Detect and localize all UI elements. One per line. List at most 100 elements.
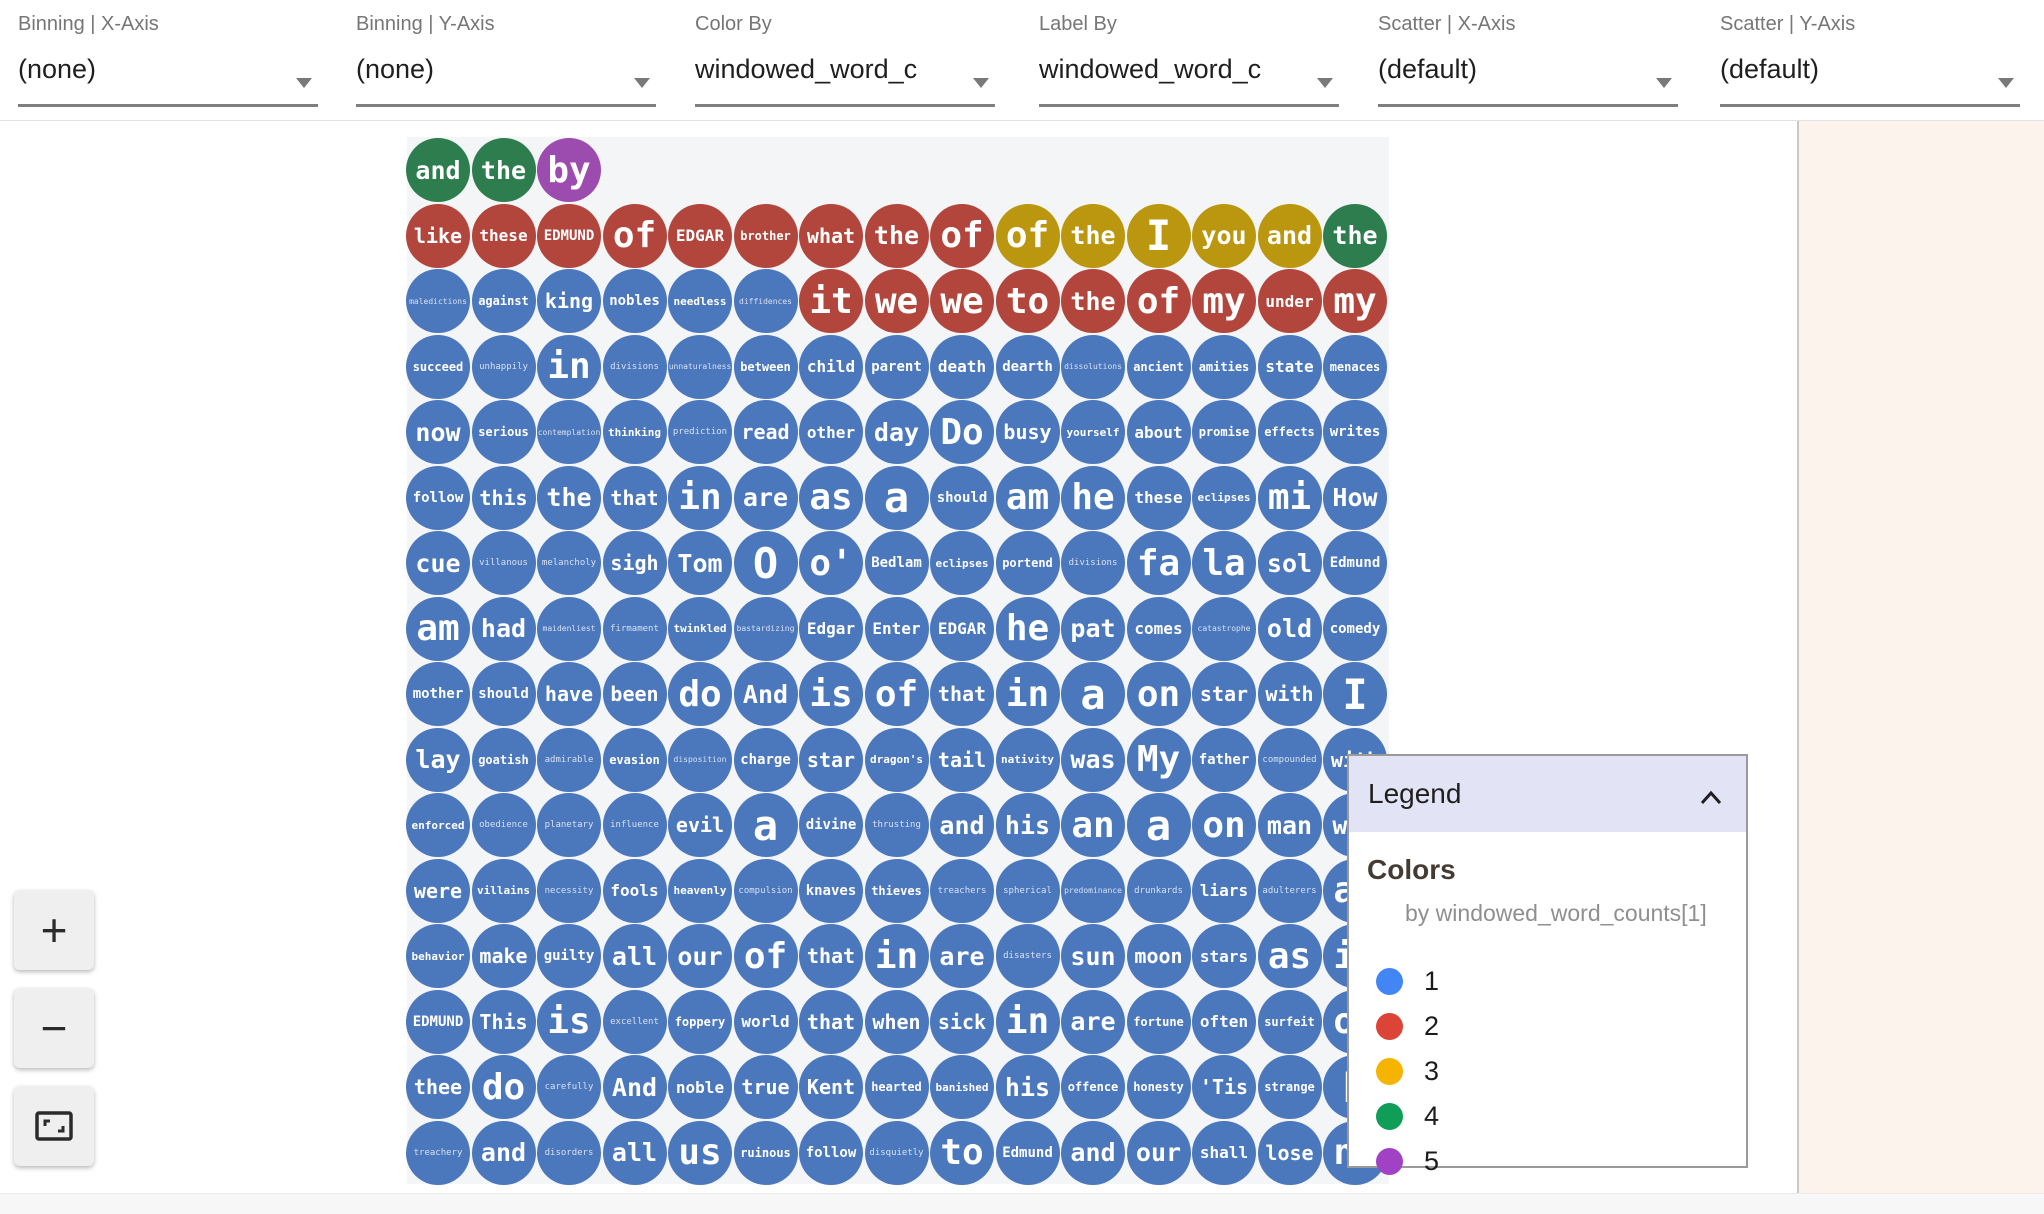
word-bubble[interactable]: between	[733, 334, 798, 399]
word-bubble[interactable]: in	[995, 989, 1060, 1054]
word-bubble[interactable]: amities	[1192, 334, 1256, 399]
legend-header[interactable]: Legend	[1349, 756, 1746, 832]
word-bubble[interactable]: in	[537, 334, 601, 399]
word-bubble[interactable]: of	[602, 203, 667, 268]
word-bubble[interactable]: in	[668, 465, 732, 530]
word-bubble[interactable]: Edmund	[995, 1120, 1060, 1185]
word-bubble[interactable]: am	[406, 596, 470, 661]
word-bubble[interactable]: EDMUND	[406, 989, 470, 1054]
word-bubble[interactable]: that	[799, 924, 863, 988]
word-bubble[interactable]: melancholy	[537, 531, 601, 595]
word-bubble[interactable]: disorders	[537, 1120, 601, 1185]
word-bubble[interactable]: as	[799, 465, 863, 530]
word-bubble[interactable]: nativity	[995, 727, 1060, 792]
word-bubble[interactable]: thinking	[602, 400, 667, 464]
word-bubble[interactable]: state	[1257, 334, 1322, 399]
word-bubble[interactable]: My	[1126, 727, 1191, 792]
word-bubble[interactable]: guilty	[537, 924, 601, 988]
zoom-out-button[interactable]: −	[14, 988, 94, 1068]
word-bubble[interactable]: read	[733, 400, 798, 464]
word-bubble[interactable]: nobles	[602, 269, 667, 333]
word-bubble[interactable]: am	[995, 465, 1060, 530]
word-bubble[interactable]: of	[995, 203, 1060, 268]
word-bubble[interactable]: unnaturalness	[668, 334, 732, 399]
word-bubble[interactable]: succeed	[406, 334, 470, 399]
word-bubble[interactable]: day	[864, 400, 929, 464]
word-bubble[interactable]: should	[471, 662, 536, 726]
word-bubble[interactable]: firmament	[602, 596, 667, 661]
word-bubble[interactable]: evasion	[602, 727, 667, 792]
word-bubble[interactable]: This	[471, 989, 536, 1054]
word-bubble[interactable]: on	[1192, 793, 1256, 857]
word-bubble[interactable]: Edgar	[799, 596, 863, 661]
word-bubble[interactable]: his	[995, 793, 1060, 857]
word-bubble[interactable]: us	[668, 1120, 732, 1185]
word-bubble[interactable]: parent	[864, 334, 929, 399]
word-bubble[interactable]: his	[995, 1055, 1060, 1119]
word-bubble[interactable]: father	[1192, 727, 1256, 792]
word-bubble[interactable]: cue	[406, 531, 470, 595]
word-bubble[interactable]: compulsion	[733, 858, 798, 923]
word-bubble[interactable]: eclipses	[1192, 465, 1256, 530]
word-bubble[interactable]: what	[799, 203, 863, 268]
word-bubble[interactable]: shall	[1192, 1120, 1256, 1185]
word-bubble[interactable]: yourself	[1061, 400, 1125, 464]
word-bubble[interactable]: of	[1126, 269, 1191, 333]
word-bubble[interactable]: follow	[406, 465, 470, 530]
word-bubble[interactable]: are	[1061, 989, 1125, 1054]
dropdown-binning-x-axis[interactable]: Binning | X-Axis(none)	[18, 14, 318, 107]
word-bubble[interactable]: death	[930, 334, 994, 399]
word-bubble[interactable]: admirable	[537, 727, 601, 792]
word-bubble[interactable]: lay	[406, 727, 470, 792]
word-bubble[interactable]: divisions	[1061, 531, 1125, 595]
word-bubble[interactable]: spherical	[995, 858, 1060, 923]
word-bubble[interactable]: an	[1061, 793, 1125, 857]
word-bubble[interactable]: lose	[1257, 1120, 1322, 1185]
word-bubble[interactable]: a	[733, 793, 798, 857]
word-bubble[interactable]: obedience	[471, 793, 536, 857]
word-bubble[interactable]: against	[471, 269, 536, 333]
word-bubble[interactable]: when	[864, 989, 929, 1054]
word-bubble[interactable]: in	[864, 924, 929, 988]
word-bubble[interactable]: sun	[1061, 924, 1125, 988]
word-bubble[interactable]: predominance	[1061, 858, 1125, 923]
word-bubble[interactable]: tail	[930, 727, 994, 792]
word-bubble[interactable]: Edmund	[1323, 531, 1387, 595]
word-bubble[interactable]: thee	[406, 1055, 470, 1119]
word-bubble[interactable]: maledictions	[406, 269, 470, 333]
word-bubble[interactable]: excellent	[602, 989, 667, 1054]
word-bubble[interactable]: all	[602, 924, 667, 988]
word-bubble[interactable]: man	[1257, 793, 1322, 857]
word-bubble[interactable]: he	[995, 596, 1060, 661]
word-bubble[interactable]: as	[1257, 924, 1322, 988]
word-bubble[interactable]: behavior	[406, 924, 470, 988]
word-bubble[interactable]: follow	[799, 1120, 863, 1185]
word-bubble[interactable]: we	[864, 269, 929, 333]
word-bubble[interactable]: serious	[471, 400, 536, 464]
word-bubble[interactable]: carefully	[537, 1055, 601, 1119]
word-bubble[interactable]: eclipses	[930, 531, 994, 595]
word-bubble[interactable]: honesty	[1126, 1055, 1191, 1119]
word-bubble[interactable]: disposition	[668, 727, 732, 792]
word-bubble[interactable]: disasters	[995, 924, 1060, 988]
word-bubble[interactable]: knaves	[799, 858, 863, 923]
word-bubble[interactable]: mother	[406, 662, 470, 726]
word-bubble[interactable]: heavenly	[668, 858, 732, 923]
word-bubble[interactable]: a	[1126, 793, 1191, 857]
word-bubble[interactable]: contemplation	[537, 400, 601, 464]
word-bubble[interactable]: compounded	[1257, 727, 1322, 792]
word-bubble[interactable]: was	[1061, 727, 1125, 792]
word-bubble[interactable]: make	[471, 924, 536, 988]
word-bubble[interactable]: often	[1192, 989, 1256, 1054]
word-bubble[interactable]: o'	[799, 531, 863, 595]
word-bubble[interactable]: writes	[1323, 400, 1387, 464]
word-bubble[interactable]: needless	[668, 269, 732, 333]
word-bubble[interactable]: the	[1061, 269, 1125, 333]
word-bubble[interactable]: I	[1323, 662, 1387, 726]
word-bubble[interactable]: villanous	[471, 531, 536, 595]
word-bubble[interactable]: moon	[1126, 924, 1191, 988]
word-bubble[interactable]: and	[471, 1120, 536, 1185]
word-bubble[interactable]: busy	[995, 400, 1060, 464]
word-bubble[interactable]: under	[1257, 269, 1322, 333]
